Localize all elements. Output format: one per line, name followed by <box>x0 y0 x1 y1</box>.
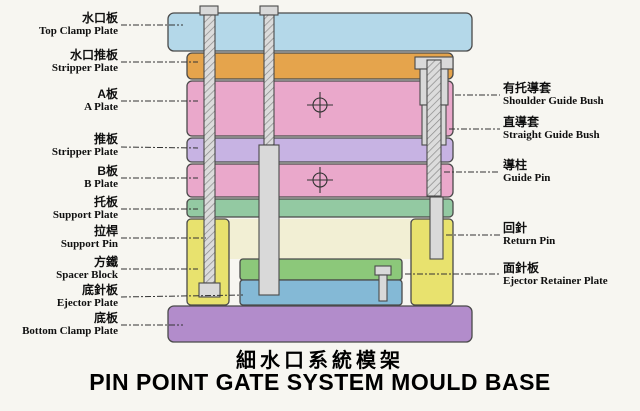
label-en: B Plate <box>84 178 118 190</box>
label-zh: A板 <box>97 87 118 101</box>
stripper-plate-mid <box>186 137 454 163</box>
label-en: Stripper Plate <box>51 146 118 158</box>
label-zh: 底板 <box>93 311 118 325</box>
label-bottom-clamp-plate: 底板 Bottom Clamp Plate <box>0 312 118 338</box>
label-zh: 托板 <box>93 195 118 209</box>
label-stripper-plate-top: 水口推板 Stripper Plate <box>0 49 118 75</box>
label-en: Return Pin <box>503 235 556 247</box>
label-support-pin: 拉桿 Support Pin <box>0 225 118 251</box>
label-en: Top Clamp Plate <box>38 25 118 37</box>
label-zh: 面針板 <box>503 261 540 275</box>
label-zh: 有托導套 <box>503 81 552 95</box>
guide-pin <box>426 59 442 197</box>
label-zh: 方鐵 <box>93 255 118 269</box>
label-en: Guide Pin <box>503 172 551 184</box>
ejection-opening <box>229 219 411 259</box>
label-b-plate: B板 B Plate <box>0 165 118 191</box>
label-zh: 拉桿 <box>93 224 118 238</box>
label-en: Support Pin <box>60 238 118 250</box>
label-return-pin: 回針 Return Pin <box>503 222 637 248</box>
label-ejector-retainer-plate: 面針板 Ejector Retainer Plate <box>503 262 637 288</box>
label-zh: 直導套 <box>503 115 540 129</box>
label-en: Shoulder Guide Bush <box>503 95 604 107</box>
center-marker-b-plate <box>307 167 333 193</box>
label-stripper-plate-mid: 推板 Stripper Plate <box>0 133 118 159</box>
ejector-screw-shaft <box>378 274 388 302</box>
center-marker-a-plate <box>307 92 333 118</box>
support-pin-shaft <box>203 14 216 284</box>
leader-line <box>120 146 199 149</box>
label-en: Stripper Plate <box>51 62 118 74</box>
return-pin <box>429 196 444 260</box>
center-support-pillar <box>258 144 280 296</box>
label-shoulder-guide-bush: 有托導套 Shoulder Guide Bush <box>503 82 637 108</box>
ejector-plate <box>239 279 403 306</box>
support-plate <box>186 198 454 218</box>
label-zh: 水口推板 <box>69 48 118 62</box>
label-en: Ejector Retainer Plate <box>503 275 608 287</box>
stripper-plate-top <box>186 52 454 80</box>
label-top-clamp-plate: 水口板 Top Clamp Plate <box>0 12 118 38</box>
bottom-clamp-plate <box>167 305 473 343</box>
label-en: Spacer Block <box>56 269 118 281</box>
leader-line <box>120 294 244 298</box>
label-straight-guide-bush: 直導套 Straight Guide Bush <box>503 116 637 142</box>
top-clamp-plate <box>167 12 473 52</box>
label-zh: 導柱 <box>503 158 528 172</box>
support-pin-cap <box>199 5 219 16</box>
label-en: Ejector Plate <box>56 297 118 309</box>
label-ejector-plate: 底針板 Ejector Plate <box>0 284 118 310</box>
label-zh: 水口板 <box>81 11 118 25</box>
label-zh: B板 <box>97 164 118 178</box>
center-pin-cap <box>259 5 279 16</box>
center-pin-shaft <box>263 14 275 146</box>
label-guide-pin: 導柱 Guide Pin <box>503 159 637 185</box>
support-pin-foot <box>198 282 221 298</box>
title-english: PIN POINT GATE SYSTEM MOULD BASE <box>89 369 551 395</box>
label-zh: 推板 <box>93 132 118 146</box>
label-zh: 回針 <box>503 221 528 235</box>
label-en: A Plate <box>84 101 118 113</box>
label-zh: 底針板 <box>81 283 118 297</box>
label-en: Straight Guide Bush <box>503 129 600 141</box>
label-en: Bottom Clamp Plate <box>22 325 118 337</box>
label-spacer-block: 方鐵 Spacer Block <box>0 256 118 282</box>
label-a-plate: A板 A Plate <box>0 88 118 114</box>
ejector-screw-head <box>374 265 392 276</box>
label-en: Support Plate <box>52 209 118 221</box>
title-chinese: 細水口系統模架 <box>236 350 404 372</box>
label-support-plate: 托板 Support Plate <box>0 196 118 222</box>
